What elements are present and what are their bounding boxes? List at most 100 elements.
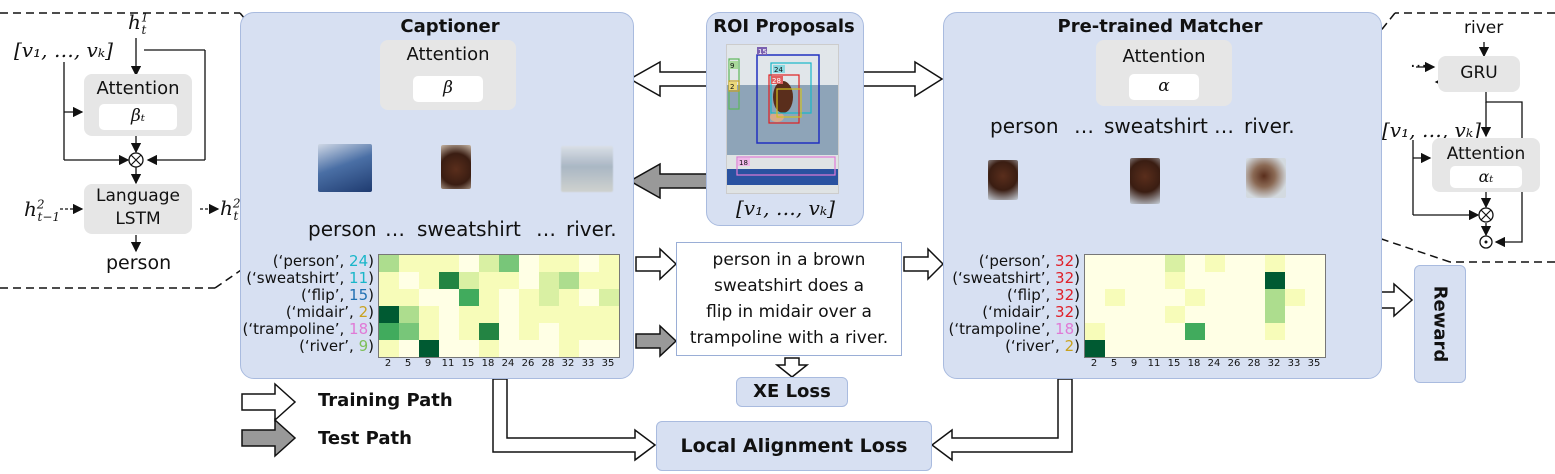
heatmap-cell [539, 289, 559, 306]
heatmap-cell [1185, 306, 1205, 323]
heatmap-cell [1105, 306, 1125, 323]
matcher-attention-block: Attention α [1096, 40, 1232, 106]
heatmap-tick-label: 2 [1090, 358, 1098, 369]
heatmap-cell [599, 255, 619, 272]
heatmap-row-label: (‘flip’, 32) [1006, 286, 1080, 304]
heatmap-tick-label: 5 [1110, 358, 1118, 369]
heatmap-tick-label: 28 [541, 358, 555, 369]
heatmap-cell [379, 323, 399, 340]
heatmap-cell [1185, 289, 1205, 306]
heatmap-cell [379, 340, 399, 357]
gru-dots: … [1410, 52, 1427, 72]
sweatshirt-roi-image [441, 145, 471, 189]
heatmap-cell [439, 340, 459, 357]
heatmap-cell [519, 323, 539, 340]
heatmap-cell [1085, 255, 1105, 272]
heatmap-cell [439, 272, 459, 289]
heatmap-cell [399, 306, 419, 323]
reward-label: Reward [1429, 285, 1451, 363]
heatmap-tick-label: 18 [1187, 358, 1201, 369]
heatmap-cell [599, 323, 619, 340]
heatmap-cell [559, 323, 579, 340]
heatmap-cell [419, 289, 439, 306]
heatmap-row-label: (‘midair’, 32) [982, 303, 1080, 321]
legend-test-path: Test Path [318, 428, 412, 449]
roi-title: ROI Proposals [713, 16, 855, 37]
heatmap-tick-label: 35 [1307, 358, 1321, 369]
heatmap-cell [499, 340, 519, 357]
heatmap-tick-label: 9 [1130, 358, 1138, 369]
matcher-word-sweatshirt: sweatshirt [1104, 114, 1208, 138]
heatmap-cell [599, 289, 619, 306]
heatmap-cell [1225, 255, 1245, 272]
heatmap-cell [1145, 306, 1165, 323]
heatmap-cell [1125, 306, 1145, 323]
heatmap-cell [399, 340, 419, 357]
heatmap-cell [379, 272, 399, 289]
heatmap-cell [1305, 323, 1325, 340]
heatmap-tick-label: 32 [1267, 358, 1281, 369]
heatmap-cell [479, 289, 499, 306]
heatmap-cell [459, 272, 479, 289]
heatmap-cell [1305, 306, 1325, 323]
matcher-person-image [988, 160, 1018, 200]
heatmap-cell [579, 323, 599, 340]
heatmap-row-label: (‘trampoline’, 18) [242, 320, 375, 338]
matcher-sweatshirt-image [1130, 158, 1160, 204]
heatmap-cell [439, 289, 459, 306]
roi-box-label-24: 24 [774, 66, 783, 74]
heatmap-cell [1145, 289, 1165, 306]
heatmap-cell [459, 255, 479, 272]
heatmap-row-label: (‘sweatshirt’, 11) [246, 269, 374, 287]
language-lstm-block: Language LSTM [84, 184, 192, 234]
matcher-word-person: person [990, 114, 1059, 138]
heatmap-cell [399, 272, 419, 289]
captioner-word-ellipsis-1: … [385, 217, 405, 241]
heatmap-cell [1305, 255, 1325, 272]
heatmap-row-label: (‘river’, 2) [1005, 337, 1080, 355]
heatmap-cell [539, 306, 559, 323]
caption-line-1: person in a brown [712, 250, 866, 270]
attention-alpha-t-block: Attention αₜ [1432, 138, 1540, 192]
heatmap-cell [1245, 340, 1265, 357]
caption-line-4: trampoline with a river. [689, 328, 889, 348]
heatmap-cell [1085, 323, 1105, 340]
alpha-t-label: αₜ [1478, 167, 1494, 186]
heatmap-cell [579, 289, 599, 306]
heatmap-cell [1285, 272, 1305, 289]
beta-t-label: βₜ [130, 106, 146, 126]
heatmap-tick-label: 11 [1147, 358, 1161, 369]
roi-box-label-2: 2 [730, 83, 734, 91]
heatmap-cell [419, 255, 439, 272]
heatmap-cell [579, 340, 599, 357]
attention-beta-t-block: Attention βₜ [84, 74, 192, 136]
heatmap-row-label: (‘river’, 9) [299, 337, 374, 355]
heatmap-row-label: (‘sweatshirt’, 32) [952, 269, 1080, 287]
heatmap-cell [519, 289, 539, 306]
roi-v-list: [v₁, …, vₖ] [736, 196, 835, 220]
heatmap-cell [1205, 340, 1225, 357]
h-out-label: h2t [220, 196, 241, 223]
heatmap-cell [1185, 340, 1205, 357]
heatmap-tick-label: 5 [404, 358, 412, 369]
heatmap-cell [519, 306, 539, 323]
heatmap-cell [1225, 340, 1245, 357]
heatmap-cell [519, 255, 539, 272]
heatmap-cell [1165, 255, 1185, 272]
heatmap-cell [1265, 323, 1285, 340]
river-roi-image [561, 146, 613, 192]
heatmap-cell [1125, 323, 1145, 340]
heatmap-tick-label: 28 [1247, 358, 1261, 369]
heatmap-cell [499, 255, 519, 272]
captioner-word-sweatshirt: sweatshirt [417, 217, 521, 241]
heatmap-cell [1305, 272, 1325, 289]
xe-loss-box: XE Loss [736, 377, 848, 407]
heatmap-cell [479, 272, 499, 289]
heatmap-cell [539, 340, 559, 357]
h-prev-label: h2t−1 [24, 197, 61, 224]
heatmap-cell [1105, 255, 1125, 272]
heatmap-cell [1085, 306, 1105, 323]
captioner-title: Captioner [400, 16, 500, 37]
heatmap-cell [519, 272, 539, 289]
